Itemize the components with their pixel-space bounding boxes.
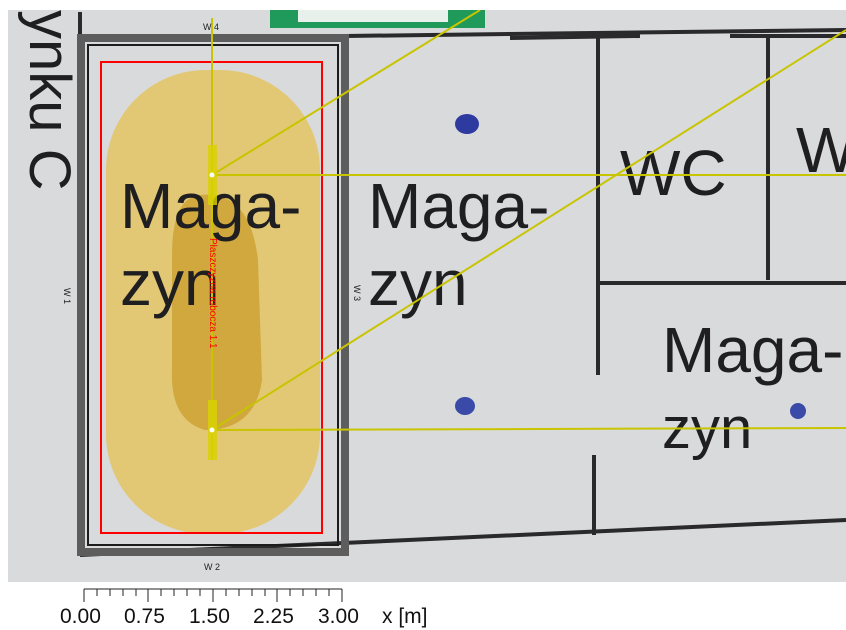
green-sticker-label (298, 10, 448, 22)
ink-mark (790, 403, 806, 419)
scale-tick-label: 2.25 (253, 605, 294, 628)
room-a-line2: zyn (120, 247, 220, 319)
room-b-line2: zyn (368, 247, 468, 319)
workplane-label: Płaszczyzna robocza 1.1 (207, 238, 218, 349)
plan-viewport[interactable]: ynku C Maga- zyn WC W Maga- zyn Maga- zy… (8, 10, 846, 582)
side-text: ynku C (17, 10, 82, 191)
ink-mark (455, 114, 479, 134)
scale-tick-label: 0.00 (60, 605, 101, 628)
floor-plan-canvas[interactable]: ynku C Maga- zyn WC W Maga- zyn Maga- zy… (8, 10, 846, 582)
scale-tick-label: 3.00 (318, 605, 359, 628)
wall-label-w3: W 3 (352, 285, 362, 301)
wall-label-w1: W 1 (62, 288, 72, 304)
luminaire-1-center (209, 172, 215, 178)
wall-label-w4: W 4 (203, 22, 219, 32)
wall-label-w2: W 2 (204, 562, 220, 572)
illuminance-contour-inner (171, 194, 262, 430)
wc-label-1: WC (620, 137, 727, 209)
room-c-line1: Maga- (662, 314, 843, 386)
luminaire-lines (211, 10, 846, 460)
scale-ruler (83, 588, 343, 602)
room-b-line1: Maga- (368, 170, 549, 242)
luminaire-2-center (209, 427, 215, 433)
scale-bar: 0.00 0.75 1.50 2.25 3.00 x [m] (0, 582, 846, 630)
scale-unit-label: x [m] (382, 605, 428, 628)
ink-mark (455, 397, 475, 415)
scale-tick-label: 1.50 (189, 605, 230, 628)
scale-tick-label: 0.75 (124, 605, 165, 628)
